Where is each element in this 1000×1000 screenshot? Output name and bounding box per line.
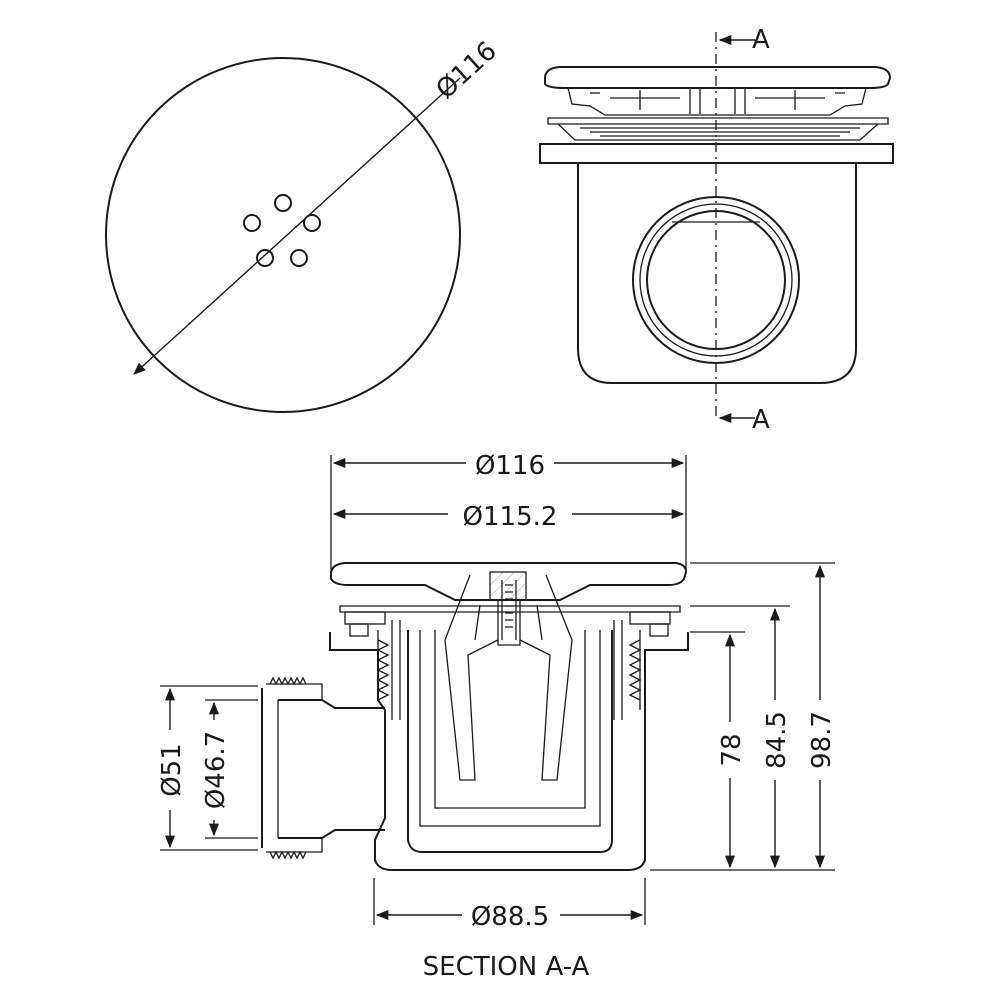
section-view: Ø116 Ø115.2 [155, 446, 837, 982]
section-marker-top: A [752, 25, 770, 55]
outlet-bore [278, 699, 385, 839]
top-diameter-label: Ø116 [431, 36, 503, 105]
outer-housing [329, 632, 689, 871]
height-2-label: 84.5 [762, 711, 792, 769]
centre-stem [444, 571, 573, 781]
outlet-inner-label: Ø46.7 [201, 731, 231, 809]
drain-hole [256, 249, 274, 267]
width-inner-label: Ø115.2 [463, 502, 558, 532]
diameter-dimension-line [133, 77, 461, 375]
inner-cup-wall [434, 630, 586, 809]
drain-holes [243, 194, 321, 267]
section-marker-bottom: A [752, 405, 770, 435]
grate-plate [339, 605, 681, 613]
section-title: SECTION A-A [423, 952, 590, 982]
width-outer-label: Ø116 [475, 451, 545, 481]
outlet-outer-label: Ø51 [157, 743, 187, 797]
inner-cup [419, 630, 601, 827]
height-1-label: 78 [717, 733, 747, 766]
top-view: Ø116 [105, 36, 503, 413]
side-view: A A [539, 25, 894, 435]
thread-left [344, 611, 401, 720]
flange [539, 143, 894, 164]
drain-hole [274, 194, 292, 212]
thread-right [613, 611, 671, 720]
cover-legs [567, 87, 867, 116]
drain-hole [290, 249, 308, 267]
drain-hole [243, 214, 261, 232]
inner-body [407, 630, 613, 853]
drain-hole [303, 214, 321, 232]
body-width-label: Ø88.5 [471, 902, 549, 932]
outlet-pipe [261, 676, 385, 860]
cover-section [330, 562, 688, 601]
outlet-collar [266, 683, 323, 853]
cover-outline [105, 57, 461, 413]
cover-plate [544, 66, 892, 89]
threaded-ring [547, 117, 889, 141]
trap-body [577, 163, 857, 384]
height-3-label: 98.7 [807, 711, 837, 769]
